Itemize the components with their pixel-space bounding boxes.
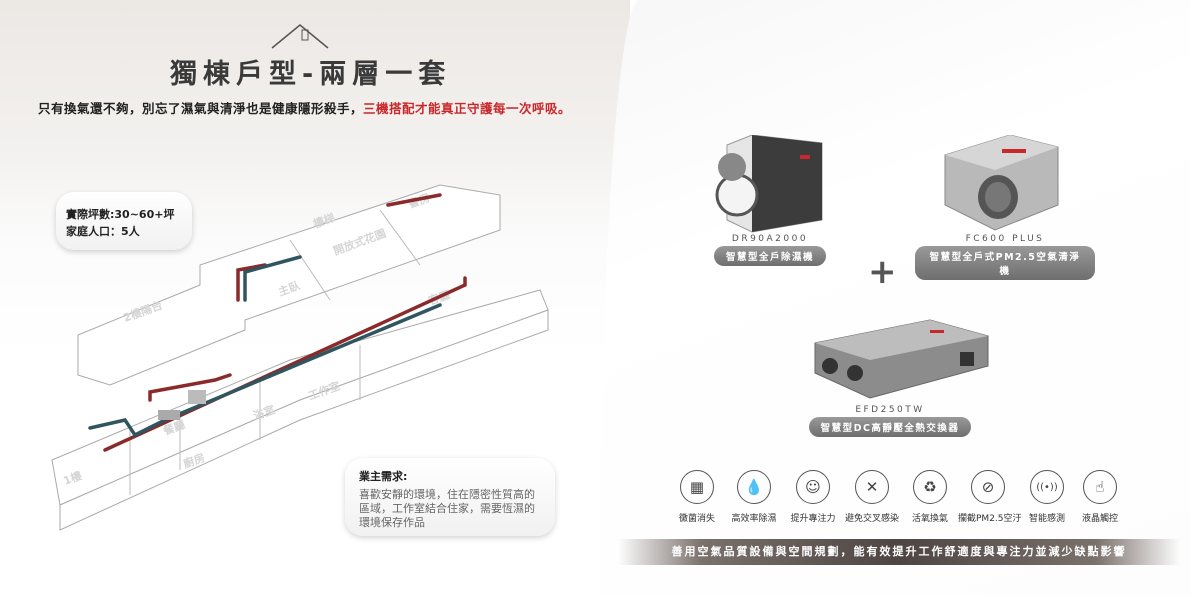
feature-label: 活氧換氣 bbox=[911, 514, 948, 524]
feature-dehumidify: 💧 高效率除濕 bbox=[724, 470, 784, 524]
supply-duct bbox=[236, 263, 267, 302]
water-drop-icon: 💧 bbox=[737, 470, 771, 504]
return-duct bbox=[88, 303, 442, 438]
feature-label: 液晶觸控 bbox=[1081, 514, 1118, 524]
feature-pm25: ⊘ 攔截PM2.5空汙 bbox=[958, 470, 1022, 524]
feature-label: 避免交叉感染 bbox=[844, 514, 899, 524]
feature-infection: ✕ 避免交叉感染 bbox=[842, 470, 902, 524]
feature-label: 黴菌消失 bbox=[678, 514, 715, 524]
virus-shield-icon: ✕ bbox=[855, 470, 889, 504]
floor-plan-diagram: 2樓陽台 樓梯 開放式花園 主臥 書房 客廳 工作室 浴室 餐廳 廚房 1樓 bbox=[51, 184, 549, 531]
dehumidifier-unit bbox=[188, 390, 206, 404]
particle-block-icon: ⊘ bbox=[971, 470, 1005, 504]
supply-duct bbox=[148, 373, 232, 402]
plus-sign: + bbox=[868, 252, 897, 292]
product-efd250tw: EFD250TW 智慧型DC高靜壓全熱交換器 bbox=[800, 405, 980, 437]
subtitle-highlight: 三機搭配才能真正守護每一次呼吸。 bbox=[363, 101, 572, 116]
product-name-pill: 智慧型全戶除濕機 bbox=[713, 246, 826, 266]
mold-icon: ▦ bbox=[680, 470, 714, 504]
supply-duct bbox=[386, 193, 442, 207]
owner-needs-text: 喜歡安靜的環境，住在隱密性質高的區域，工作室結合住家，需要恆濕的環境保存作品 bbox=[359, 488, 535, 529]
house-outline-icon bbox=[271, 24, 329, 49]
return-duct bbox=[243, 255, 302, 302]
feature-label: 智能感測 bbox=[1028, 514, 1065, 524]
room-label: 1樓 bbox=[61, 468, 83, 488]
product-fc600-plus: FC600 PLUS 智慧型全戶式PM2.5空氣清淨機 bbox=[915, 234, 1095, 280]
product-model: DR90A2000 bbox=[731, 234, 809, 244]
feature-focus: ☺ 提升專注力 bbox=[783, 470, 843, 524]
family-text: 家庭人口：5人 bbox=[66, 225, 140, 238]
bottom-banner: 善用空氣品質設備與空間規劃，能有效提升工作舒適度與專注力並減少缺點影響 bbox=[618, 539, 1180, 565]
dehumidifier-image bbox=[715, 135, 823, 233]
page-title: 獨棟戶型-兩層一套 bbox=[170, 59, 452, 90]
heat-exchanger-unit bbox=[158, 410, 180, 420]
feature-label: 攔截PM2.5空汙 bbox=[958, 514, 1022, 524]
product-model: FC600 PLUS bbox=[965, 234, 1045, 244]
owner-needs-bubble: 業主需求: 喜歡安靜的環境，住在隱密性質高的區域，工作室結合住家，需要恆濕的環境… bbox=[345, 458, 555, 536]
subtitle-text: 只有換氣還不夠，別忘了濕氣與清淨也是健康隱形殺手， bbox=[38, 101, 364, 116]
feature-touch: ☝ 液晶觸控 bbox=[1070, 470, 1130, 524]
owner-needs-heading: 業主需求: bbox=[359, 470, 408, 483]
home-info-bubble: 實際坪數:30~60+坪 家庭人口：5人 bbox=[56, 192, 192, 250]
feature-ventilation: ♻ 活氧換氣 bbox=[900, 470, 960, 524]
heat-exchanger-image bbox=[814, 319, 989, 399]
product-dr90a2000: DR90A2000 智慧型全戶除濕機 bbox=[700, 234, 840, 266]
feature-label: 高效率除濕 bbox=[731, 514, 777, 524]
feature-sensor: ((•)) 智能感測 bbox=[1017, 470, 1077, 524]
feature-label: 提升專注力 bbox=[790, 514, 836, 524]
subtitle: 只有換氣還不夠，別忘了濕氣與清淨也是健康隱形殺手，三機搭配才能真正守護每一次呼吸… bbox=[38, 98, 571, 117]
feature-mold: ▦ 黴菌消失 bbox=[667, 470, 727, 524]
area-text: 實際坪數:30~60+坪 bbox=[66, 208, 175, 221]
head-brain-icon: ☺ bbox=[796, 470, 830, 504]
leaf-cycle-icon: ♻ bbox=[913, 470, 947, 504]
air-purifier-image bbox=[944, 135, 1059, 231]
sensor-wave-icon: ((•)) bbox=[1030, 470, 1064, 504]
touch-phone-icon: ☝ bbox=[1083, 470, 1117, 504]
product-name-pill: 智慧型全戶式PM2.5空氣清淨機 bbox=[915, 246, 1095, 280]
product-name-pill: 智慧型DC高靜壓全熱交換器 bbox=[808, 417, 972, 437]
product-model: EFD250TW bbox=[855, 405, 925, 415]
